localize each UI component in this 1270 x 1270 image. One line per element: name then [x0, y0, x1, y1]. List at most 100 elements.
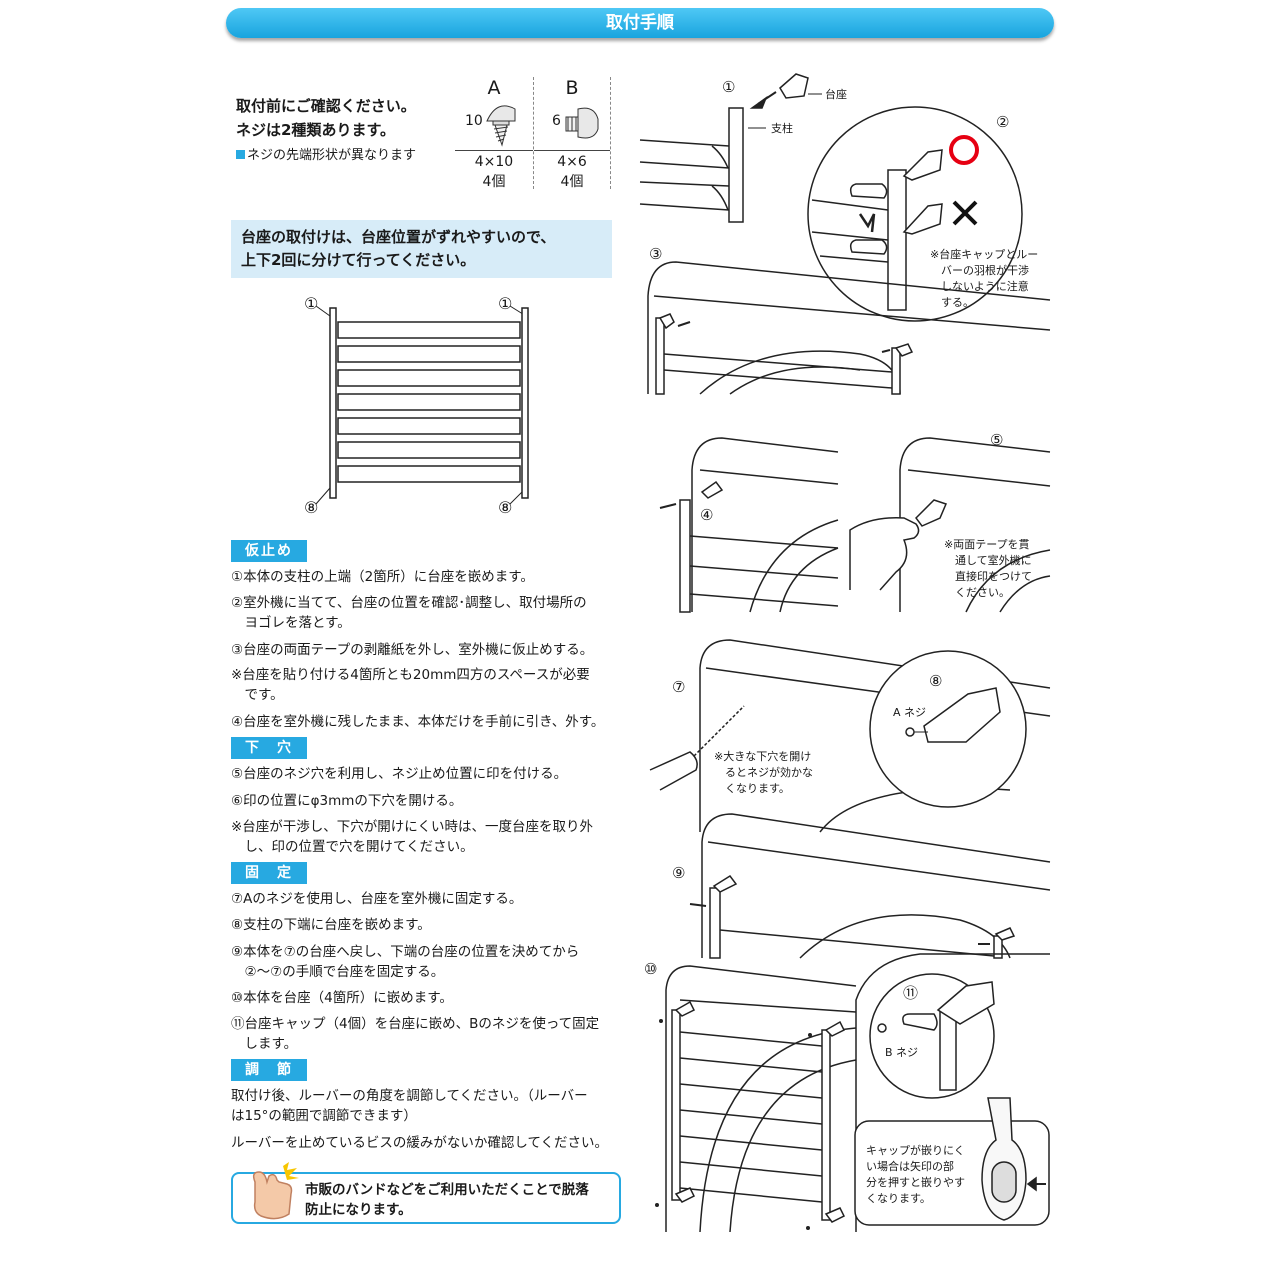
- section-tag-label: 下 穴: [231, 737, 307, 759]
- section-banner: 取付手順: [226, 8, 1054, 38]
- louver-frame-drawing: [315, 305, 529, 505]
- note-2a: ※台座が干渉し、下穴が開けにくい時は、一度台座を取り外: [231, 819, 594, 835]
- step-8: ⑧支柱の下端に台座を嵌めます。: [231, 917, 431, 933]
- step-9b: ②～⑦の手順で台座を固定する。: [231, 964, 445, 980]
- diagram-4-number: ④: [700, 506, 713, 524]
- step-11b: します。: [231, 1036, 298, 1052]
- diagram-3-number: ③: [649, 245, 662, 263]
- confirm-note-text: ネジの先端形状が異なります: [247, 148, 417, 163]
- diagram-5-note-3: 直接印をつけて: [944, 569, 1032, 583]
- diagram-5-note-2: 通して室外機に: [944, 553, 1032, 567]
- diagram-8-number: ⑧: [929, 672, 942, 690]
- diagram-2-note-1: ※台座キャップとルー: [930, 247, 1038, 261]
- note-1a: ※台座を貼り付ける4箇所とも20mm四方のスペースが必要: [231, 667, 590, 683]
- diagram-11-screw-label: B ネジ: [885, 1046, 918, 1059]
- diagram-step-11: [855, 953, 1050, 1232]
- diagram-2-note-3: しないように注意: [930, 279, 1029, 293]
- ok-mark-icon: [949, 135, 979, 165]
- table-rule: [455, 150, 533, 151]
- diagram-step-10: [665, 965, 857, 1233]
- adjust-line-3: ルーバーを止めているビスの緩みがないか確認してください。: [231, 1135, 609, 1151]
- confirm-note: ネジの先端形状が異なります: [236, 144, 416, 168]
- diagram-step-1: [639, 73, 822, 223]
- diagram-5-note-4: ください。: [944, 586, 1010, 599]
- screw-dots: [655, 1019, 812, 1230]
- diagram-7-note-2: るとネジが効かな: [714, 765, 813, 779]
- cap-note-2: い場合は矢印の部: [866, 1159, 954, 1173]
- confirm-line-1: 取付前にご確認ください。: [236, 97, 416, 115]
- screw-size: 4×10: [474, 154, 514, 170]
- confirm-line-2: ネジは2種類あります。: [236, 121, 395, 139]
- note-1b: です。: [231, 687, 284, 703]
- diagram-8-screw-label: A ネジ: [893, 706, 926, 719]
- callout-line-2: 上下2回に分けて行ってください。: [241, 251, 476, 269]
- step-5: ⑤台座のネジ穴を利用し、ネジ止め位置に印を付ける。: [231, 766, 568, 782]
- screw-length: 6: [552, 113, 561, 129]
- callout-line-1: 台座の取付けは、台座位置がずれやすいので、: [241, 228, 556, 246]
- callout-box: 台座の取付けは、台座位置がずれやすいので、 上下2回に分けて行ってください。: [231, 220, 612, 278]
- tip-box: 市販のバンドなどをご利用いただくことで脱落 防止になります。: [231, 1162, 621, 1224]
- step-1: ①本体の支柱の上端（2箇所）に台座を嵌めます。: [231, 569, 534, 585]
- step-7: ⑦Aのネジを使用し、台座を室外機に固定する。: [231, 891, 523, 907]
- screw-count: 4個: [482, 174, 506, 190]
- step-2b: ヨゴレを落とす。: [231, 615, 351, 631]
- diagram-step-5: [849, 437, 1051, 613]
- section-tag-label: 固 定: [231, 862, 307, 884]
- diagram-step-3: [647, 261, 1051, 395]
- step-10: ⑩本体を台座（4箇所）に嵌めます。: [231, 990, 453, 1006]
- hand-point-icon: [252, 1162, 299, 1220]
- screw-count: 4個: [560, 174, 584, 190]
- tip-line-2: 防止になります。: [305, 1202, 412, 1218]
- cap-note-box: [854, 1097, 1050, 1226]
- note-2b: し、印の位置で穴を開けてください。: [231, 839, 474, 855]
- screw-table: A 10 4×10 4個 B 6 4×6 4個: [455, 77, 611, 190]
- diagram-7-note-1: ※大きな下穴を開け: [714, 749, 811, 763]
- screw-column-b: B 6 4×6 4個: [533, 77, 611, 190]
- frame-label-top-right: ①: [498, 294, 513, 313]
- diagram-step-9: [689, 813, 1051, 959]
- frame-label-top-left: ①: [304, 294, 319, 313]
- step-6: ⑥印の位置にφ3mmの下穴を開ける。: [231, 793, 463, 809]
- section-tag-kotei: 固 定: [231, 862, 307, 884]
- screw-size: 4×6: [557, 154, 587, 170]
- frame-label-bottom-left: ⑧: [304, 498, 319, 517]
- diagram-2-note-2: バーの羽根が干渉: [930, 263, 1029, 277]
- diagram-1-base-label: 台座: [825, 87, 847, 101]
- section-tag-shita: 下 穴: [231, 737, 307, 759]
- diagram-11-number: ⑪: [903, 984, 918, 1002]
- diagram-step-4: [659, 437, 839, 613]
- frame-label-bottom-right: ⑧: [498, 498, 513, 517]
- diagram-5-number: ⑤: [990, 431, 1003, 449]
- diagram-7-note-3: くなります。: [714, 782, 790, 795]
- step-3: ③台座の両面テープの剥離紙を外し、室外機に仮止めする。: [231, 642, 594, 658]
- diagram-9-number: ⑨: [672, 864, 685, 882]
- diagram-10-number: ⑩: [644, 960, 657, 978]
- diagram-step-8: [869, 650, 1027, 808]
- ng-mark-icon: [952, 200, 978, 226]
- diagram-5-note-1: ※両面テープを貫: [944, 538, 1030, 551]
- cap-note-4: くなります。: [866, 1192, 931, 1205]
- table-rule: [534, 150, 610, 151]
- screw-label: B: [565, 77, 579, 99]
- diagram-2-note-4: する。: [930, 296, 974, 309]
- section-tag-label: 調 節: [231, 1059, 307, 1081]
- step-4: ④台座を室外機に残したまま、本体だけを手前に引き、外す。: [231, 714, 605, 730]
- screw-a-icon: [486, 105, 516, 147]
- section-tag-label: 仮止め: [231, 540, 307, 562]
- screw-length: 10: [465, 113, 483, 129]
- step-2a: ②室外機に当てて、台座の位置を確認･調整し、取付場所の: [231, 595, 587, 611]
- screw-column-a: A 10 4×10 4個: [455, 77, 533, 190]
- section-tag-chousetsu: 調 節: [231, 1059, 307, 1081]
- step-9a: ⑨本体を⑦の台座へ戻し、下端の台座の位置を決めてから: [231, 944, 580, 960]
- diagram-1-number: ①: [722, 78, 735, 96]
- tip-line-1: 市販のバンドなどをご利用いただくことで脱落: [305, 1182, 589, 1198]
- cap-note-3: 分を押すと嵌りやす: [866, 1175, 965, 1189]
- tip-text: 市販のバンドなどをご利用いただくことで脱落 防止になります。: [305, 1180, 589, 1220]
- step-11a: ⑪台座キャップ（4個）を台座に嵌め、Bのネジを使って固定: [231, 1016, 600, 1032]
- screw-b-icon: [565, 107, 599, 139]
- cap-note-1: キャップが嵌りにく: [866, 1143, 965, 1157]
- diagram-7-number: ⑦: [672, 678, 685, 696]
- section-tag-kari: 仮止め: [231, 540, 307, 562]
- adjust-line-1: 取付け後、ルーバーの角度を調節してください。（ルーバー: [231, 1088, 588, 1104]
